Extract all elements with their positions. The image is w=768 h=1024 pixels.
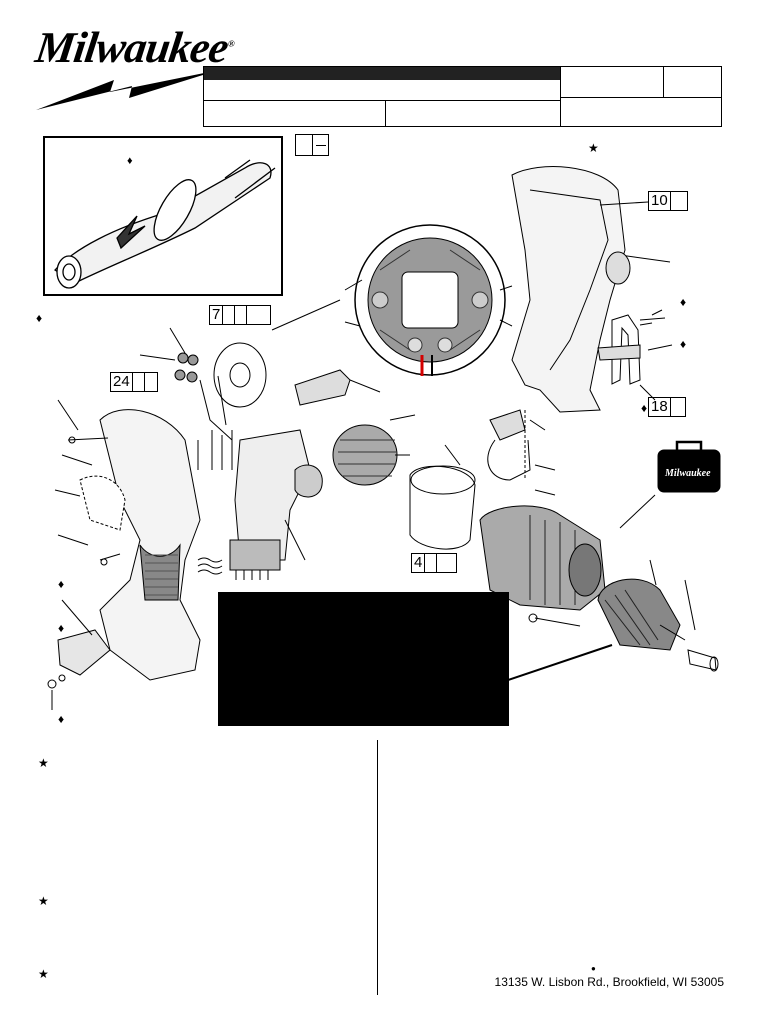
exploded-view-diagram: Milwaukee: [47, 166, 721, 710]
column-divider: [377, 740, 378, 995]
carry-case: [657, 449, 721, 493]
diamond-marker: ♦: [680, 337, 687, 351]
header-title-bar: [203, 66, 561, 80]
callout-number: 4: [414, 554, 423, 571]
callout-part-10: 10: [648, 191, 688, 211]
diamond-marker: ♦: [58, 712, 65, 726]
inset-diamond-mark: ♦: [127, 155, 133, 167]
redacted-block: [218, 592, 509, 726]
callout-number: 7: [212, 306, 221, 323]
callout-number: 10: [651, 192, 668, 209]
revision-box: [295, 134, 329, 156]
side-handle-drawing: ♦: [54, 155, 276, 289]
diamond-marker: ♦: [641, 401, 648, 415]
star-marker: ★: [588, 141, 599, 155]
footer-address: 13135 W. Lisbon Rd., Brookfield, WI 5300…: [494, 975, 724, 989]
header-cell-bottom: [560, 97, 722, 127]
side-handle-inset: ♦: [43, 136, 283, 296]
callout-number: 24: [113, 373, 130, 390]
diamond-marker: ♦: [58, 577, 65, 591]
callout-part-4: 4: [411, 553, 457, 573]
case-label: Milwaukee: [664, 468, 711, 479]
callout-part-18: 18: [648, 397, 686, 417]
diamond-marker: ♦: [58, 621, 65, 635]
star-marker: ★: [38, 894, 49, 908]
star-marker: ★: [38, 756, 49, 770]
bullet-marker: ●: [591, 964, 596, 973]
callout-number: 18: [651, 398, 668, 415]
callout-part-7: 7: [209, 305, 271, 325]
callout-part-24: 24: [110, 372, 158, 392]
diamond-marker: ♦: [680, 295, 687, 309]
star-marker: ★: [38, 967, 49, 981]
logo-lightning-icon: [36, 70, 219, 110]
diamond-marker: ♦: [36, 311, 43, 325]
